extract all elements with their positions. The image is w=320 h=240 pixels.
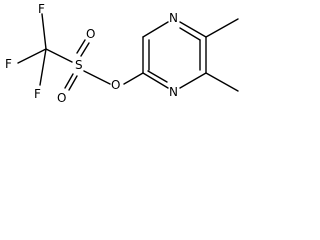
atom-o-bottom: O [57, 91, 66, 105]
bond-ring-c6-n1 [179, 72, 207, 89]
bond-c-f-top [41, 13, 47, 50]
atom-f-bottom: F [34, 87, 41, 101]
atom-s: S [75, 58, 83, 72]
bond-ring-n1-c2 [142, 72, 169, 89]
bond-ring-n1-c2-inner [147, 70, 168, 83]
bond-methyl-top [205, 18, 239, 38]
atom-o-top: O [86, 27, 95, 41]
bond-s-o-bottom-1 [64, 73, 74, 89]
atom-n-bottom: N [169, 85, 178, 99]
bond-o-ring [123, 72, 144, 85]
bond-s-o-ester [83, 70, 111, 85]
bond-s-o-top-2 [80, 42, 90, 57]
bond-c-f-left [17, 48, 47, 64]
atom-o-ester: O [111, 78, 120, 92]
atom-f-top: F [38, 2, 45, 16]
bond-s-o-top-1 [76, 39, 86, 54]
atom-n-top: N [169, 11, 178, 25]
bond-ring-n4-c5 [179, 21, 207, 38]
atom-f-left: F [5, 57, 12, 71]
bond-c-s [45, 48, 73, 63]
structure-diagram: F F F S O O O N N [5, 2, 239, 105]
bond-ring-c3-n4-inner [179, 27, 201, 41]
bond-c-f-bottom [39, 48, 47, 86]
bond-ring-c3-n4 [142, 21, 169, 38]
bond-methyl-bottom [205, 72, 239, 92]
bond-s-o-bottom-2 [68, 75, 78, 91]
